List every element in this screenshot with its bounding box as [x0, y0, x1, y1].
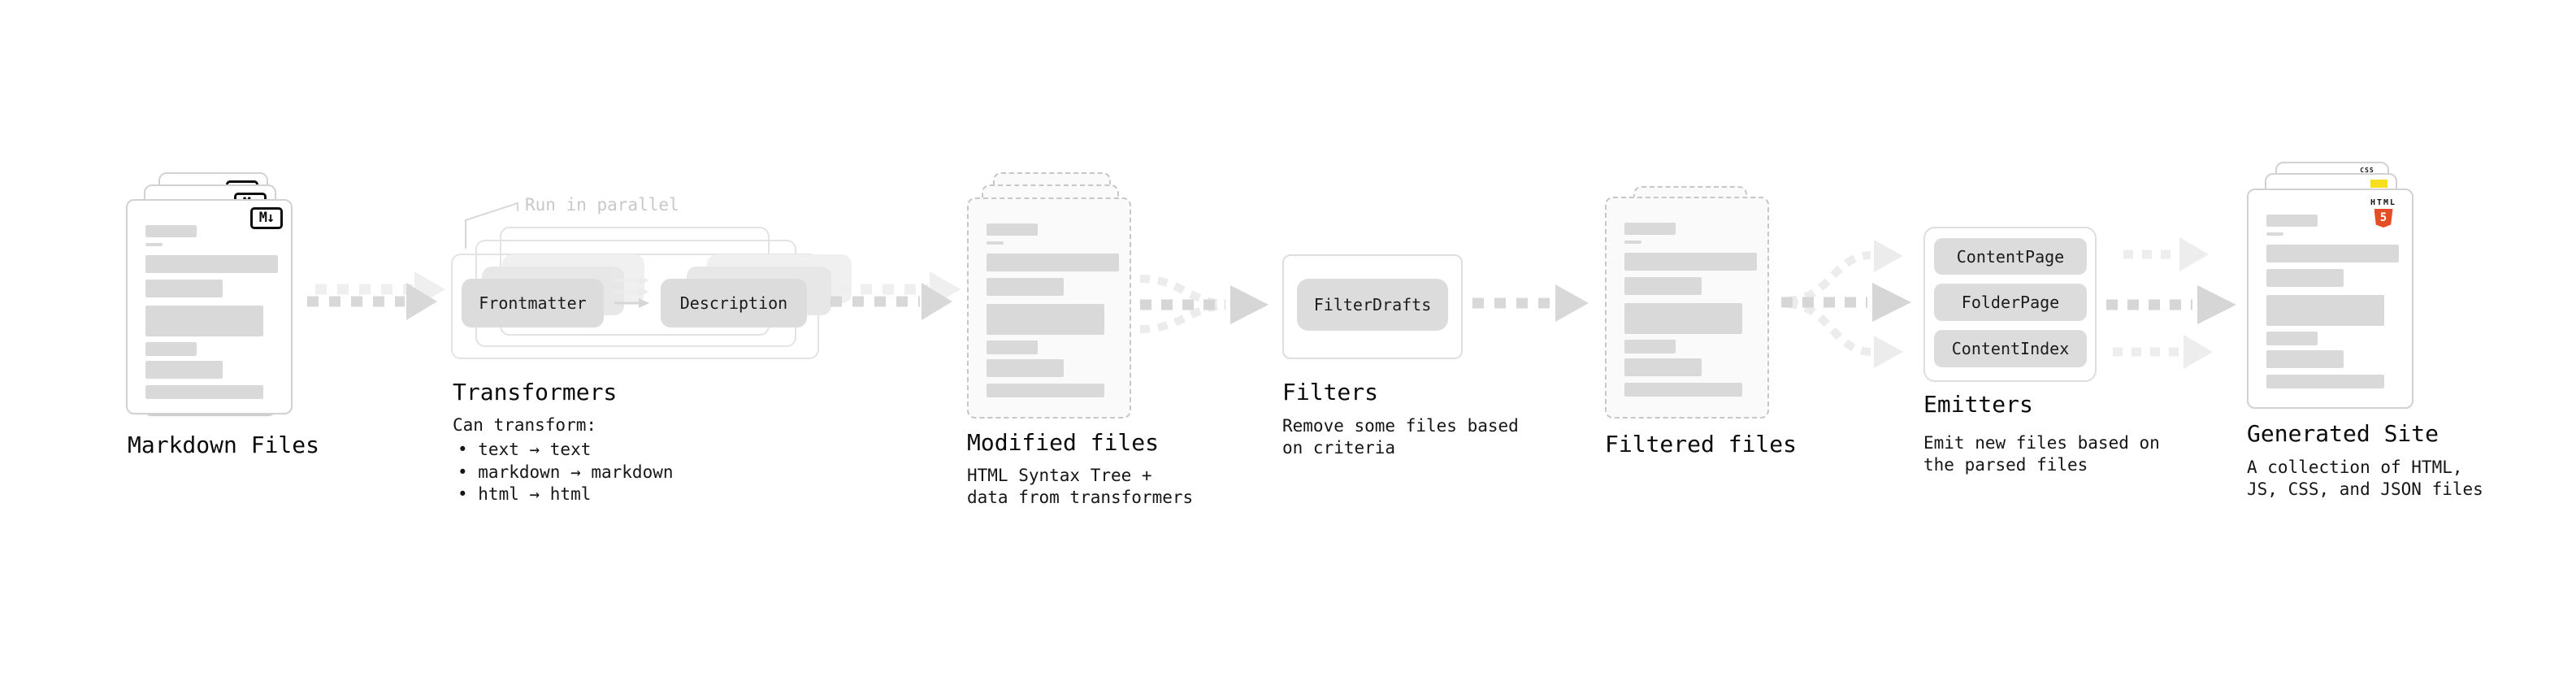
skeleton-line [987, 278, 1064, 296]
skeleton-line [987, 359, 1064, 377]
generated-site-label: Generated Site [2247, 420, 2439, 447]
skeleton-line [2266, 350, 2344, 368]
contentpage-emitter: ContentPage [1934, 238, 2087, 275]
skeleton-line [2266, 245, 2399, 262]
skeleton-line [2266, 375, 2384, 388]
modified-files-note: data from transformers [967, 488, 1194, 507]
skeleton-line [987, 241, 1004, 245]
skeleton-line [145, 361, 223, 379]
filtered-files-label: Filtered files [1605, 431, 1798, 458]
transformers-label: Transformers [453, 379, 618, 406]
file-skeleton-lines [2249, 190, 2412, 388]
markdown-icon: M↓ [250, 207, 283, 229]
skeleton-line [145, 306, 263, 336]
modified-files-stack [967, 172, 1138, 424]
skeleton-line [1624, 383, 1742, 397]
filtered-files-stack [1605, 186, 1776, 422]
skeleton-line [2266, 232, 2283, 236]
skeleton-line [1624, 303, 1742, 334]
frontmatter-stage: Frontmatter [462, 279, 604, 327]
skeleton-line [1624, 340, 1676, 354]
skeleton-line [145, 342, 197, 356]
skeleton-line [1624, 223, 1676, 235]
skeleton-line [1624, 253, 1757, 271]
file-skeleton-lines [128, 201, 291, 399]
skeleton-line [1624, 358, 1702, 376]
skeleton-line [987, 254, 1119, 271]
arrow-modified-to-filters-converging [1139, 275, 1268, 333]
skeleton-line [2266, 295, 2384, 326]
js-icon [2370, 180, 2387, 188]
markdown-files-stack: M↓ M↓ M↓ [126, 172, 301, 416]
skeleton-line [987, 340, 1038, 354]
skeleton-line [987, 223, 1038, 236]
transformers-note-title: Can transform: [453, 415, 597, 435]
filterdrafts-stage: FilterDrafts [1297, 279, 1448, 331]
transformers-bullet: • markdown → markdown [458, 462, 674, 482]
skeleton-line [145, 255, 278, 273]
modified-file-card-front [967, 197, 1131, 419]
skeleton-line [145, 280, 223, 297]
arrow-markdown-to-transformers [307, 271, 445, 320]
contentindex-emitter: ContentIndex [1934, 330, 2087, 367]
arrow-filtered-to-emitters-diverging [1781, 240, 1911, 368]
transformers-bullet: • text → text [458, 440, 592, 459]
generated-site-note: JS, CSS, and JSON files [2247, 479, 2483, 499]
skeleton-line [987, 384, 1104, 397]
skeleton-line [1624, 277, 1702, 295]
filters-label: Filters [1282, 379, 1379, 406]
arrow-emitters-to-generated [2106, 237, 2236, 369]
generated-site-note: A collection of HTML, [2247, 458, 2463, 477]
html5-icon: HTML 5 [2365, 198, 2402, 228]
skeleton-line [2266, 332, 2318, 345]
skeleton-line [2266, 269, 2344, 287]
emitters-note: the parsed files [1923, 455, 2088, 475]
modified-files-label: Modified files [967, 429, 1160, 456]
skeleton-line [145, 225, 197, 237]
file-skeleton-lines [1607, 198, 1767, 397]
skeleton-line [145, 243, 163, 246]
emitters-note: Emit new files based on [1923, 433, 2160, 453]
skeleton-line [145, 385, 263, 399]
markdown-files-label: Markdown Files [128, 432, 320, 458]
emitters-label: Emitters [1923, 391, 2033, 418]
generated-site-stack: CSS HTML 5 [2247, 162, 2422, 414]
description-stage: Description [661, 279, 807, 327]
run-in-parallel-annotation: Run in parallel [525, 195, 679, 215]
modified-files-note: HTML Syntax Tree + [967, 466, 1152, 485]
folderpage-emitter: FolderPage [1934, 284, 2087, 321]
skeleton-line [987, 304, 1104, 335]
skeleton-line [2266, 215, 2318, 227]
html-file-card: HTML 5 [2247, 189, 2413, 409]
markdown-file-card-front: M↓ [126, 199, 293, 414]
filters-note: on criteria [1282, 438, 1396, 458]
filtered-file-card-front [1605, 197, 1769, 419]
file-skeleton-lines [969, 199, 1130, 397]
skeleton-line [1624, 241, 1641, 244]
arrow-filters-to-filtered [1472, 284, 1589, 322]
transformers-bullet: • html → html [458, 484, 592, 504]
filters-note: Remove some files based [1282, 416, 1519, 436]
